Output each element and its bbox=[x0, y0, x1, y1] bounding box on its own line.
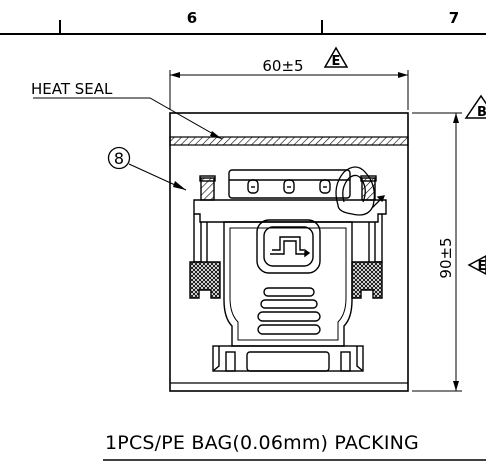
height-dimension-text: 90±5 bbox=[437, 237, 455, 278]
zone-label-6: 6 bbox=[187, 9, 197, 27]
packing-caption-text: 1PCS/PE BAG(0.06mm) PACKING bbox=[105, 432, 419, 454]
revision-triangle-top-right: B bbox=[464, 94, 486, 120]
height-dimension: 90±5 E bbox=[412, 112, 486, 392]
pe-bag bbox=[169, 112, 409, 392]
svg-text:E: E bbox=[478, 259, 486, 274]
zone-header: 6 7 bbox=[0, 9, 486, 35]
adapter-drawing bbox=[189, 169, 387, 372]
svg-text:B: B bbox=[477, 105, 486, 120]
latch-left bbox=[189, 261, 221, 299]
zone-label-7: 7 bbox=[449, 9, 459, 27]
item-balloon: 8 bbox=[107, 146, 187, 191]
heat-seal-strip bbox=[169, 136, 409, 146]
thumb-screw-left bbox=[199, 175, 216, 201]
width-dimension-text: 60±5 bbox=[262, 57, 303, 75]
cable-tie bbox=[335, 166, 386, 216]
heat-seal-label: HEAT SEAL bbox=[31, 80, 113, 98]
dvi-logo-icon bbox=[256, 219, 321, 274]
revision-triangle-width: E bbox=[323, 46, 349, 69]
latch-right bbox=[351, 261, 383, 299]
width-dimension: 60±5 E bbox=[169, 46, 409, 110]
dvi-connector bbox=[228, 169, 351, 199]
packing-caption: 1PCS/PE BAG(0.06mm) PACKING bbox=[103, 432, 486, 461]
heat-seal-callout: HEAT SEAL bbox=[31, 80, 223, 140]
item-number: 8 bbox=[114, 149, 124, 168]
bag-outline bbox=[169, 112, 409, 392]
revision-triangle-height: E bbox=[467, 255, 486, 275]
svg-text:E: E bbox=[332, 54, 341, 69]
